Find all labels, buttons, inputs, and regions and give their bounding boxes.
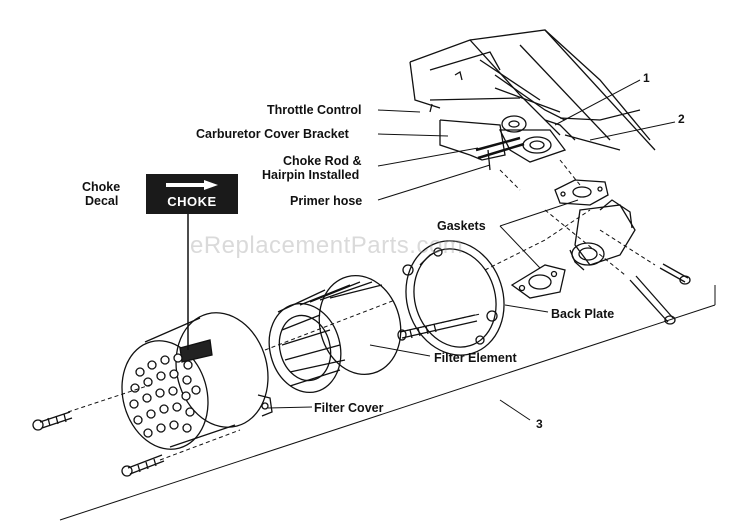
label-primer-hose: Primer hose (290, 194, 363, 208)
arrow-right-icon (166, 180, 218, 190)
label-gaskets: Gaskets (437, 219, 486, 233)
leader-lines (67, 79, 676, 461)
filter-cover (121, 312, 273, 450)
choke-decal: CHOKE (146, 174, 238, 214)
label-choke-rod-line1: Choke Rod & (283, 154, 362, 168)
label-carburetor-cover-bracket: Carburetor Cover Bracket (196, 127, 349, 141)
back-plate (402, 240, 505, 356)
label-back-plate: Back Plate (551, 307, 615, 321)
choke-decal-text: CHOKE (167, 194, 217, 209)
callout-number-1: 1 (643, 71, 650, 85)
gasket-upper (554, 179, 609, 206)
callout-number-3: 3 (536, 417, 543, 431)
bolt-back-plate (397, 314, 478, 341)
carburetor-cover-bracket (429, 103, 506, 171)
watermark: eReplacementParts.com (190, 232, 464, 259)
callout-3-bracket (59, 285, 716, 521)
label-choke-rod-line2: Hairpin Installed (262, 168, 360, 182)
filter-element (268, 274, 402, 394)
engine-housing (409, 29, 656, 151)
callout-number-2: 2 (678, 112, 685, 126)
label-choke-decal-line2: Decal (85, 194, 119, 208)
label-filter-element: Filter Element (434, 351, 517, 365)
label-throttle-control: Throttle Control (267, 103, 362, 117)
label-choke-decal-line1: Choke (82, 180, 121, 194)
carburetor (475, 109, 641, 163)
screws-left (32, 411, 165, 477)
label-filter-cover: Filter Cover (314, 401, 384, 415)
filter-cover-holes (129, 353, 201, 438)
screws-right (629, 263, 691, 325)
gasket-lower (510, 264, 566, 299)
intake-adapter (569, 199, 636, 271)
